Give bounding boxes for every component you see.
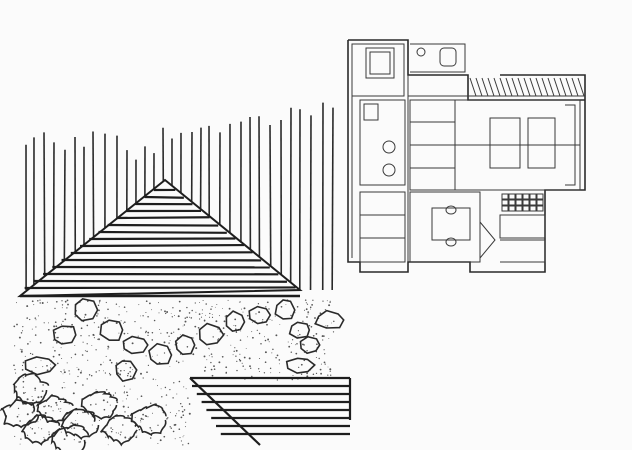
stepping-stones	[24, 298, 345, 382]
garden-ground	[12, 298, 348, 448]
wooden-deck	[189, 376, 352, 446]
garden-shrubs	[0, 372, 167, 450]
floor-plan	[347, 39, 586, 273]
gable-roof	[17, 178, 303, 298]
